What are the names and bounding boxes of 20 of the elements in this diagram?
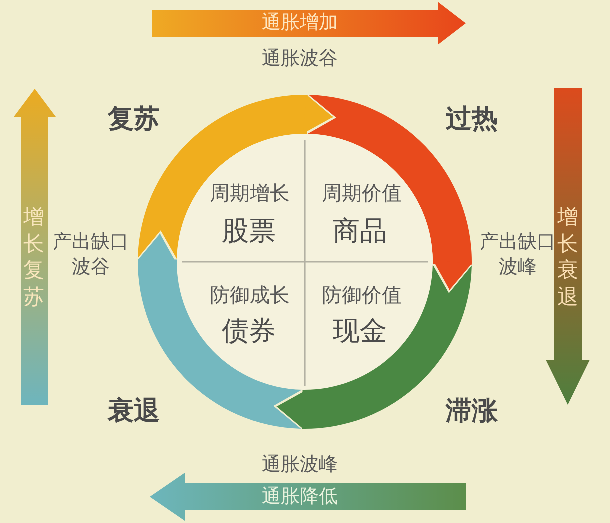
arrow-label: 通胀降低 [262, 486, 338, 508]
asset-label: 债券 [222, 316, 276, 348]
quadrant-title: 防御价值 [322, 283, 402, 307]
phase-label: 滞涨 [446, 396, 498, 428]
phase-label: 复苏 [108, 104, 160, 136]
asset-label: 商品 [333, 216, 387, 248]
phase-label: 衰退 [108, 396, 160, 428]
quadrant-title: 防御成长 [210, 283, 290, 307]
annotation-text: 通胀波峰 [262, 454, 338, 476]
asset-label: 股票 [222, 216, 276, 248]
asset-label: 现金 [333, 316, 387, 348]
quadrant-title: 周期价值 [322, 181, 402, 205]
arrow-label: 通胀增加 [262, 12, 338, 34]
arrow-label: 增长衰退 [557, 204, 579, 310]
quadrant-title: 周期增长 [210, 181, 290, 205]
phase-label: 过热 [446, 104, 498, 136]
annotation-text: 产出缺口波峰 [479, 230, 557, 280]
annotation-text: 通胀波谷 [262, 48, 338, 70]
annotation-text: 产出缺口波谷 [52, 230, 130, 280]
arrow-label: 增长复苏 [23, 204, 45, 310]
